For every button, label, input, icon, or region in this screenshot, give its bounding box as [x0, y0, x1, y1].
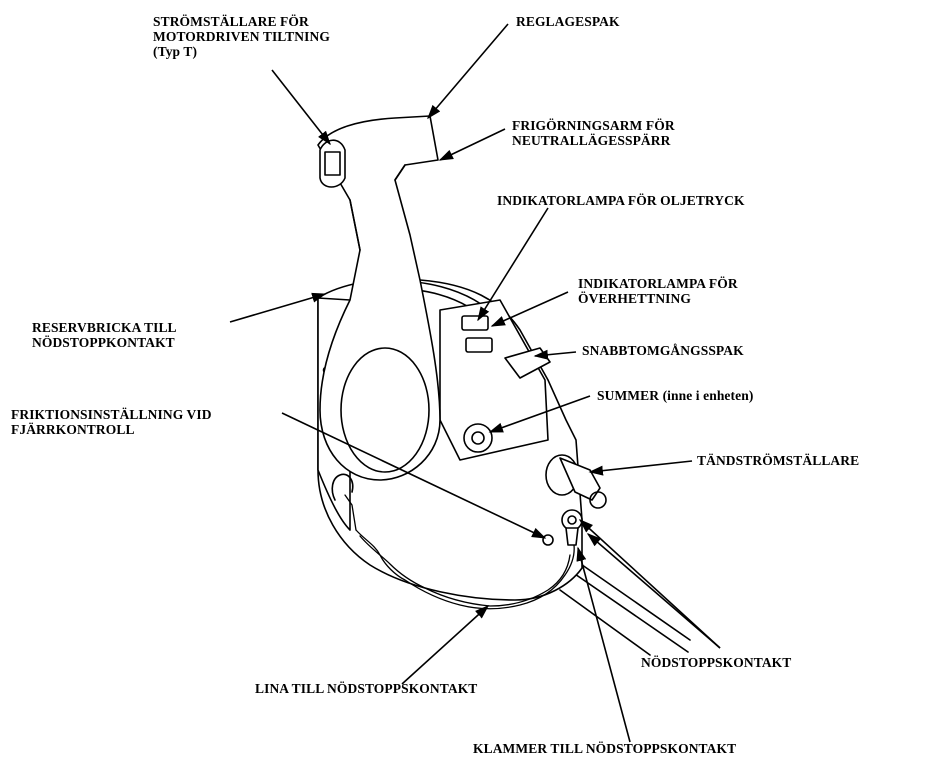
label-line: SNABBTOMGÅNGSSPAK: [582, 343, 744, 358]
label-line: RESERVBRICKA TILL: [32, 320, 177, 335]
leader-neutral-release: [440, 129, 505, 160]
label-line: MOTORDRIVEN TILTNING: [153, 29, 330, 44]
label-control-lever: REGLAGESPAK: [516, 14, 620, 29]
label-spare-clip: RESERVBRICKA TILL NÖDSTOPPKONTAKT: [32, 320, 177, 350]
label-line: FJÄRRKONTROLL: [11, 422, 212, 437]
label-power-tilt-switch: STRÖMSTÄLLARE FÖR MOTORDRIVEN TILTNING (…: [153, 14, 330, 59]
label-buzzer: SUMMER (inne i enheten): [597, 388, 753, 403]
label-line: FRIGÖRNINGSARM FÖR: [512, 118, 675, 133]
leader-clip: [578, 548, 630, 742]
mounting-cable: [560, 560, 690, 655]
label-clip: KLAMMER TILL NÖDSTOPPSKONTAKT: [473, 741, 736, 756]
leader-control-lever: [428, 24, 508, 118]
leader-tilt-switch: [272, 70, 330, 144]
label-stop-switch: NÖDSTOPPSKONTAKT: [641, 655, 791, 670]
label-oil-pressure-lamp: INDIKATORLAMPA FÖR OLJETRYCK: [497, 193, 745, 208]
label-line: (Typ T): [153, 44, 330, 59]
leader-stop-switch-1: [580, 520, 720, 648]
overheat-lamp: [466, 338, 492, 352]
lever-hub: [341, 348, 429, 472]
label-line: KLAMMER TILL NÖDSTOPPSKONTAKT: [473, 741, 736, 756]
label-line: NEUTRALLÄGESSPÄRR: [512, 133, 675, 148]
tilt-switch-grip: [320, 140, 345, 187]
label-overheat-lamp: INDIKATORLAMPA FÖR ÖVERHETTNING: [578, 276, 738, 306]
front-panel: [440, 300, 548, 460]
label-line: SUMMER (inne i enheten): [597, 388, 753, 403]
leader-stop-switch-2: [588, 534, 720, 648]
stop-clip: [566, 528, 578, 545]
label-friction: FRIKTIONSINSTÄLLNING VID FJÄRRKONTROLL: [11, 407, 212, 437]
label-line: NÖDSTOPPSKONTAKT: [641, 655, 791, 670]
label-line: LINA TILL NÖDSTOPPSKONTAKT: [255, 681, 477, 696]
label-ignition: TÄNDSTRÖMSTÄLLARE: [697, 453, 859, 468]
label-line: FRIKTIONSINSTÄLLNING VID: [11, 407, 212, 422]
label-fast-idle: SNABBTOMGÅNGSSPAK: [582, 343, 744, 358]
label-neutral-release: FRIGÖRNINGSARM FÖR NEUTRALLÄGESSPÄRR: [512, 118, 675, 148]
label-line: INDIKATORLAMPA FÖR: [578, 276, 738, 291]
label-line: STRÖMSTÄLLARE FÖR: [153, 14, 330, 29]
leader-lanyard: [402, 606, 488, 684]
label-line: NÖDSTOPPKONTAKT: [32, 335, 177, 350]
label-line: INDIKATORLAMPA FÖR OLJETRYCK: [497, 193, 745, 208]
leader-ignition: [590, 461, 692, 472]
oil-pressure-lamp: [462, 316, 488, 330]
label-lanyard: LINA TILL NÖDSTOPPSKONTAKT: [255, 681, 477, 696]
label-line: TÄNDSTRÖMSTÄLLARE: [697, 453, 859, 468]
label-line: REGLAGESPAK: [516, 14, 620, 29]
label-line: ÖVERHETTNING: [578, 291, 738, 306]
leader-spare-clip: [230, 294, 325, 322]
leader-oil-pressure: [478, 208, 548, 320]
friction-screw: [543, 535, 553, 545]
